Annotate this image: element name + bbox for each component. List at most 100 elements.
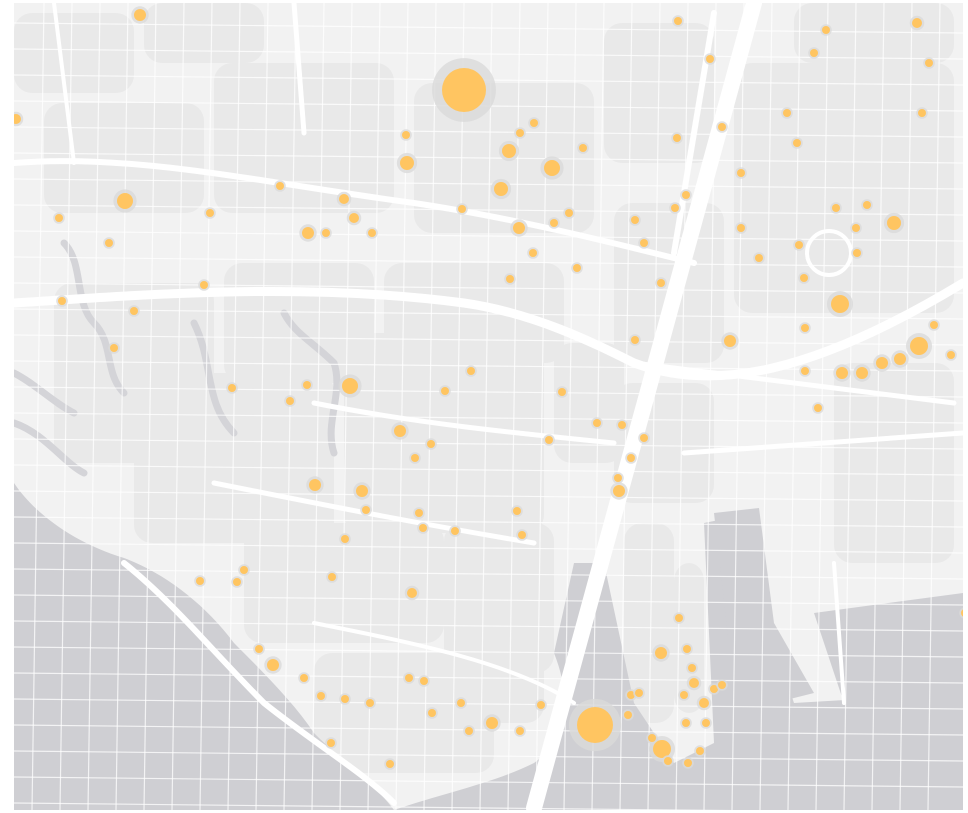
point-marker[interactable]: [852, 224, 860, 232]
point-marker[interactable]: [640, 434, 648, 442]
map-point-small[interactable]: [514, 725, 526, 737]
point-marker[interactable]: [14, 114, 21, 124]
point-marker[interactable]: [822, 26, 830, 34]
point-marker[interactable]: [579, 144, 587, 152]
map-point-small[interactable]: [672, 15, 684, 27]
point-marker[interactable]: [442, 68, 486, 112]
point-marker[interactable]: [302, 227, 314, 239]
map-point-small[interactable]: [716, 121, 728, 133]
point-marker[interactable]: [400, 156, 414, 170]
point-marker[interactable]: [55, 214, 63, 222]
point-layer[interactable]: [14, 6, 963, 770]
map-point-small[interactable]: [680, 189, 692, 201]
map-svg[interactable]: [14, 3, 963, 810]
point-marker[interactable]: [863, 201, 871, 209]
map-point-small[interactable]: [425, 438, 437, 450]
point-marker[interactable]: [682, 191, 690, 199]
point-marker[interactable]: [655, 647, 667, 659]
point-marker[interactable]: [428, 709, 436, 717]
map-point-small[interactable]: [384, 758, 396, 770]
point-marker[interactable]: [309, 479, 321, 491]
map-point-small[interactable]: [543, 434, 555, 446]
map-point-small[interactable]: [131, 6, 149, 24]
point-marker[interactable]: [613, 485, 625, 497]
map-point-medium[interactable]: [540, 156, 564, 180]
map-point-small[interactable]: [638, 432, 650, 444]
point-marker[interactable]: [593, 419, 601, 427]
map-point-small[interactable]: [808, 47, 820, 59]
map-point-small[interactable]: [700, 717, 712, 729]
point-marker[interactable]: [341, 695, 349, 703]
map-point-small[interactable]: [633, 687, 645, 699]
point-marker[interactable]: [341, 535, 349, 543]
point-marker[interactable]: [577, 707, 613, 743]
point-marker[interactable]: [513, 507, 521, 515]
point-marker[interactable]: [683, 645, 691, 653]
map-point-small[interactable]: [820, 24, 832, 36]
point-marker[interactable]: [614, 474, 622, 482]
point-marker[interactable]: [674, 17, 682, 25]
point-marker[interactable]: [718, 681, 726, 689]
map-point-small[interactable]: [669, 202, 681, 214]
map-point-small[interactable]: [671, 132, 683, 144]
map-point-small[interactable]: [696, 695, 712, 711]
map-point-medium[interactable]: [721, 332, 739, 350]
map-point-small[interactable]: [716, 679, 728, 691]
map-canvas[interactable]: [14, 3, 963, 810]
map-point-medium[interactable]: [490, 178, 512, 200]
point-marker[interactable]: [961, 609, 963, 617]
point-marker[interactable]: [349, 213, 359, 223]
point-marker[interactable]: [110, 344, 118, 352]
point-marker[interactable]: [831, 295, 849, 313]
map-point-small[interactable]: [128, 305, 140, 317]
map-point-small[interactable]: [798, 272, 810, 284]
point-marker[interactable]: [457, 699, 465, 707]
map-point-small[interactable]: [516, 529, 528, 541]
point-marker[interactable]: [810, 49, 818, 57]
point-marker[interactable]: [801, 324, 809, 332]
map-point-small[interactable]: [409, 452, 421, 464]
point-marker[interactable]: [486, 717, 498, 729]
point-marker[interactable]: [58, 297, 66, 305]
map-point-small[interactable]: [535, 699, 547, 711]
point-marker[interactable]: [233, 578, 241, 586]
point-marker[interactable]: [783, 109, 791, 117]
point-marker[interactable]: [737, 169, 745, 177]
point-marker[interactable]: [627, 454, 635, 462]
point-marker[interactable]: [518, 531, 526, 539]
point-marker[interactable]: [545, 436, 553, 444]
point-marker[interactable]: [702, 719, 710, 727]
map-point-small[interactable]: [571, 262, 583, 274]
map-point-small[interactable]: [851, 247, 863, 259]
point-marker[interactable]: [368, 229, 376, 237]
point-marker[interactable]: [947, 351, 955, 359]
point-marker[interactable]: [405, 674, 413, 682]
point-marker[interactable]: [724, 335, 736, 347]
map-point-small[interactable]: [366, 227, 378, 239]
point-marker[interactable]: [664, 757, 672, 765]
map-point-small[interactable]: [662, 755, 674, 767]
point-marker[interactable]: [200, 281, 208, 289]
map-point-medium[interactable]: [264, 656, 282, 674]
point-marker[interactable]: [441, 387, 449, 395]
map-point-small[interactable]: [591, 417, 603, 429]
map-point-small[interactable]: [678, 689, 690, 701]
map-point-small[interactable]: [504, 273, 516, 285]
point-marker[interactable]: [565, 209, 573, 217]
map-point-small[interactable]: [861, 199, 873, 211]
point-marker[interactable]: [755, 254, 763, 262]
point-marker[interactable]: [910, 337, 928, 355]
map-point-small[interactable]: [320, 227, 332, 239]
map-point-small[interactable]: [231, 576, 243, 588]
point-marker[interactable]: [134, 9, 146, 21]
point-marker[interactable]: [494, 182, 508, 196]
map-point-small[interactable]: [426, 707, 438, 719]
point-marker[interactable]: [795, 241, 803, 249]
point-marker[interactable]: [684, 759, 692, 767]
map-point-small[interactable]: [548, 217, 560, 229]
point-marker[interactable]: [699, 698, 709, 708]
point-marker[interactable]: [894, 353, 906, 365]
point-marker[interactable]: [342, 378, 358, 394]
map-point-small[interactable]: [198, 279, 210, 291]
point-marker[interactable]: [635, 689, 643, 697]
